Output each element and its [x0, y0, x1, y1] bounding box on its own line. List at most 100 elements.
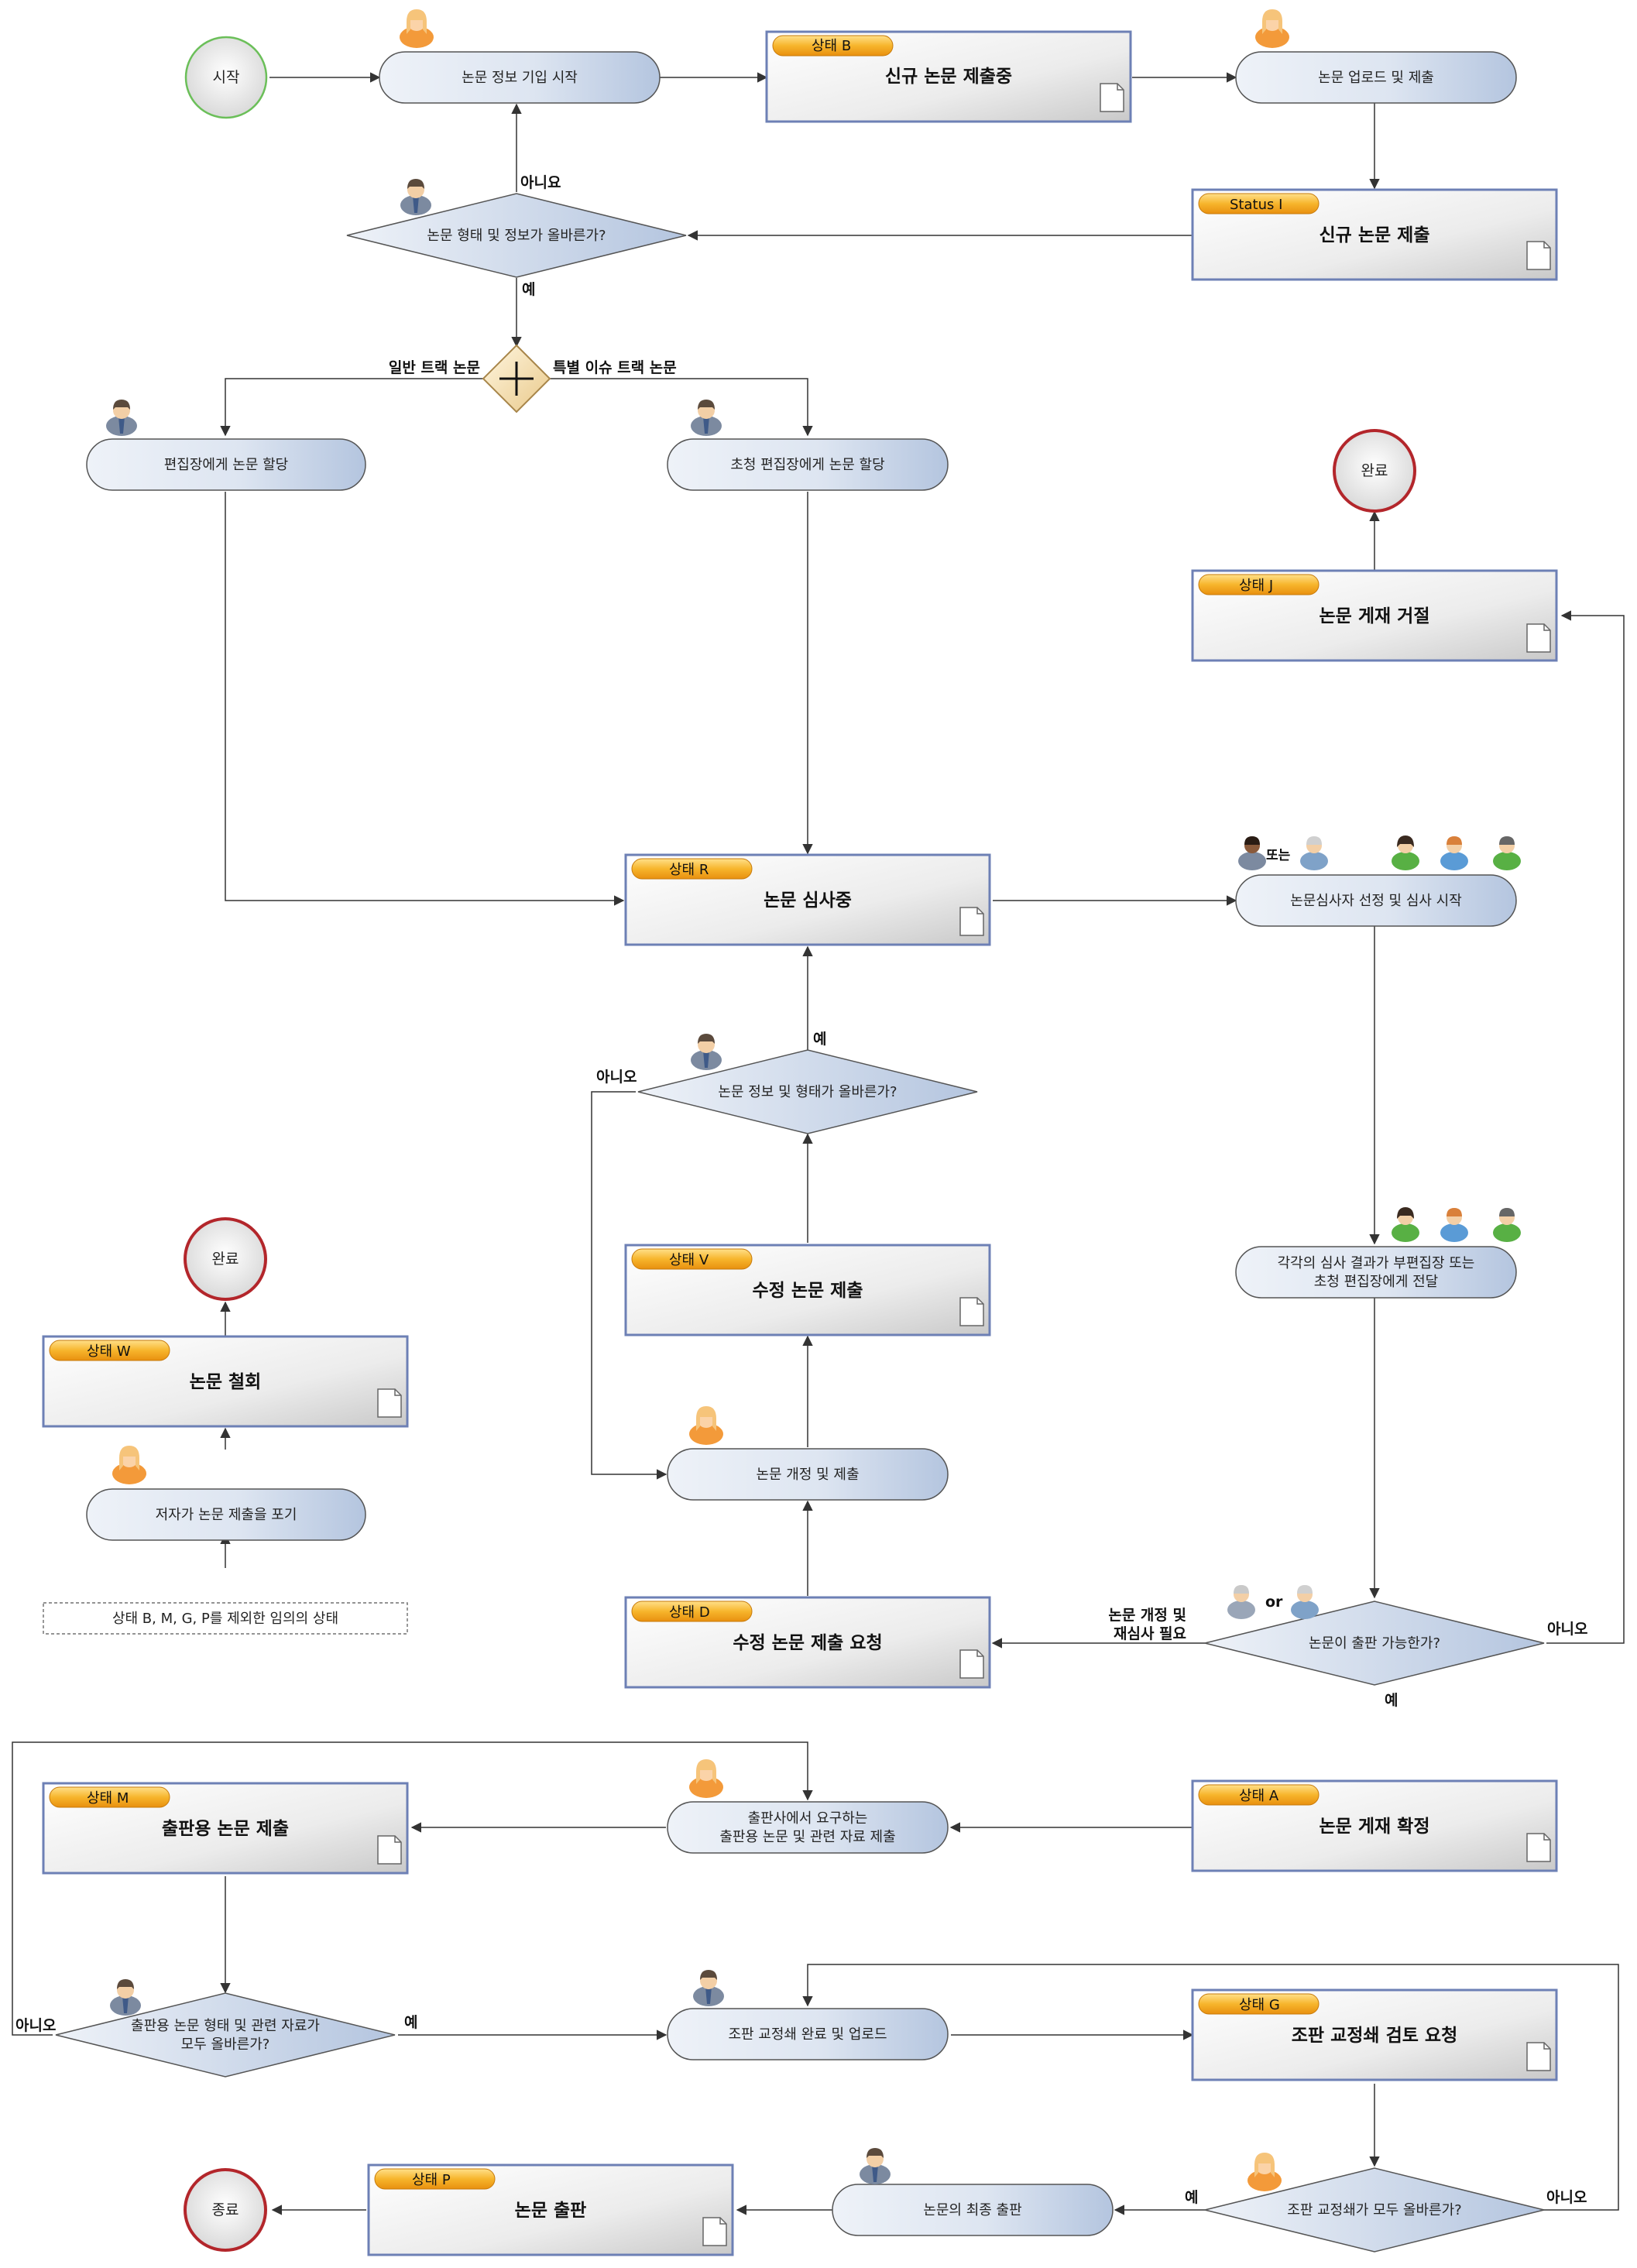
task-assign-editor[interactable]: 편집장에게 논문 할당: [86, 438, 366, 491]
state-box-A[interactable]: 상태 A 논문 게재 확정: [1191, 1779, 1558, 1872]
state-box-R[interactable]: 상태 R 논문 심사중: [624, 853, 991, 946]
state-title: 수정 논문 제출 요청: [733, 1633, 882, 1653]
edge-label-revise-line1: 논문 개정 및: [1108, 1607, 1186, 1624]
task-select-reviewers[interactable]: 논문심사자 선정 및 심사 시작: [1235, 874, 1517, 927]
task-proof-upload[interactable]: 조판 교정쇄 완료 및 업로드: [667, 2008, 949, 2060]
document-icon: [377, 1835, 402, 1865]
state-title: 신규 논문 제출중: [885, 67, 1012, 87]
state-title: 조판 교정쇄 검토 요청: [1292, 2026, 1457, 2046]
task-enter-info[interactable]: 논문 정보 기입 시작: [379, 51, 661, 104]
document-icon: [1526, 2042, 1551, 2071]
state-box-I[interactable]: Status I 신규 논문 제출: [1191, 188, 1558, 281]
state-box-V[interactable]: 상태 V 수정 논문 제출: [624, 1244, 991, 1336]
reviewer-icon: [1440, 836, 1468, 870]
edge-label-no: 아니오: [15, 2017, 56, 2034]
state-badge: 상태 M: [87, 1790, 129, 1807]
state-box-J[interactable]: 상태 J 논문 게재 거절: [1191, 569, 1558, 662]
state-title: 논문 출판: [515, 2201, 587, 2221]
state-title: 수정 논문 제출: [753, 1281, 863, 1301]
decision-pub-materials[interactable]: 출판용 논문 형태 및 관련 자료가 모두 올바른가?: [55, 1992, 396, 2078]
task-author-withdraw[interactable]: 저자가 논문 제출을 포기: [86, 1488, 366, 1541]
actor-icons: [106, 9, 1521, 2191]
editor-icon: [106, 400, 137, 436]
edge-label-yes: 예: [813, 1031, 826, 1048]
state-badge: Status I: [1230, 197, 1282, 213]
edge-label-no: 아니오: [1546, 2189, 1587, 2206]
state-box-G[interactable]: 상태 G 조판 교정쇄 검토 요청: [1191, 1988, 1558, 2081]
state-badge: 상태 J: [1239, 578, 1273, 594]
connectors: [12, 72, 1625, 2215]
task-label: 논문 개정 및 제출: [756, 1467, 859, 1483]
task-forward-results[interactable]: 각각의 심사 결과가 부편집장 또는 초청 편집장에게 전달: [1235, 1246, 1517, 1299]
state-badge: 상태 R: [669, 862, 709, 878]
state-box-D[interactable]: 상태 D 수정 논문 제출 요청: [624, 1596, 991, 1689]
author-icon: [689, 1759, 723, 1798]
state-box-W[interactable]: 상태 W 논문 철회: [42, 1335, 409, 1428]
task-label: 편집장에게 논문 할당: [164, 457, 288, 473]
parallel-gateway[interactable]: [482, 344, 551, 413]
document-icon: [959, 1297, 984, 1326]
state-title: 신규 논문 제출: [1320, 225, 1430, 245]
editor-icon: [693, 1970, 724, 2006]
task-label: 초청 편집장에게 논문 할당: [730, 457, 884, 473]
or-label: or: [1265, 1594, 1283, 1611]
associate-editor-icon: [1238, 836, 1266, 870]
guest-editor-icon: [1291, 1585, 1319, 1619]
decision-label-line2: 모두 올바른가?: [181, 2036, 270, 2053]
end-event[interactable]: 종료: [184, 2168, 267, 2252]
document-icon: [959, 907, 984, 936]
editor-icon: [691, 400, 722, 436]
edge-label-yes: 예: [522, 281, 535, 298]
decision-label: 논문 정보 및 형태가 올바른가?: [718, 1084, 897, 1100]
done-event[interactable]: 완료: [184, 1217, 267, 1301]
task-label: 조판 교정쇄 완료 및 업로드: [728, 2026, 887, 2043]
reviewer-icon: [1493, 836, 1521, 870]
task-label: 논문 정보 기입 시작: [462, 70, 578, 86]
task-assign-guest-editor[interactable]: 초청 편집장에게 논문 할당: [667, 438, 949, 491]
task-final-publish[interactable]: 논문의 최종 출판: [832, 2184, 1114, 2236]
reviewer-icon: [1392, 835, 1419, 870]
decision-label: 논문 형태 및 정보가 올바른가?: [427, 228, 606, 244]
state-box-B[interactable]: 상태 B 신규 논문 제출중: [765, 30, 1132, 123]
task-label-line1: 출판사에서 요구하는: [748, 1810, 868, 1827]
editor-in-chief-icon: [1227, 1585, 1255, 1619]
edge-label-yes: 예: [1385, 1692, 1398, 1709]
task-label-line2: 초청 편집장에게 전달: [1314, 1274, 1438, 1290]
state-badge: 상태 B: [812, 38, 851, 54]
start-event[interactable]: 시작: [184, 36, 268, 119]
state-box-M[interactable]: 상태 M 출판용 논문 제출: [42, 1782, 409, 1875]
task-revise-submit[interactable]: 논문 개정 및 제출: [667, 1448, 949, 1501]
document-icon: [1526, 241, 1551, 270]
document-icon: [1526, 623, 1551, 653]
edge-labels: 아니요 예 일반 트랙 논문 특별 이슈 트랙 논문 예 아니오 논문 개정 및…: [15, 174, 1587, 2206]
document-icon: [377, 1388, 402, 1418]
author-icon: [400, 9, 434, 48]
start-label: 시작: [213, 69, 240, 86]
state-box-P[interactable]: 상태 P 논문 출판: [367, 2163, 734, 2256]
decision-format-info[interactable]: 논문 형태 및 정보가 올바른가?: [346, 193, 687, 278]
document-icon: [1526, 1833, 1551, 1862]
end-label: 종료: [212, 2201, 239, 2218]
decision-label: 논문이 출판 가능한가?: [1309, 1635, 1440, 1652]
done-label: 완료: [1361, 462, 1388, 479]
editor-icon: [691, 1034, 722, 1070]
task-upload-submit[interactable]: 논문 업로드 및 제출: [1235, 51, 1517, 104]
done-label: 완료: [212, 1251, 239, 1268]
edge-label-no: 아니오: [1547, 1621, 1587, 1638]
state-title: 출판용 논문 제출: [162, 1819, 289, 1839]
any-state-label: 상태 B, M, G, P를 제외한 임의의 상태: [112, 1611, 338, 1627]
task-label-line1: 각각의 심사 결과가 부편집장 또는: [1278, 1255, 1475, 1271]
decision-publishable[interactable]: 논문이 출판 가능한가?: [1204, 1601, 1545, 1686]
state-badge: 상태 D: [669, 1604, 710, 1621]
edge-label-yes: 예: [404, 2014, 417, 2031]
decision-info-format[interactable]: 논문 정보 및 형태가 올바른가?: [637, 1049, 978, 1134]
reviewer-icon: [1440, 1208, 1468, 1242]
reviewer-icon: [1493, 1208, 1521, 1242]
decision-label: 조판 교정쇄가 모두 올바른가?: [1287, 2202, 1461, 2218]
guest-editor-icon: [1300, 836, 1328, 870]
task-publisher-materials[interactable]: 출판사에서 요구하는 출판용 논문 및 관련 자료 제출: [667, 1801, 949, 1854]
done-event[interactable]: 완료: [1333, 429, 1416, 513]
author-icon: [1255, 9, 1289, 48]
decision-proofs-ok[interactable]: 조판 교정쇄가 모두 올바른가?: [1204, 2167, 1545, 2253]
